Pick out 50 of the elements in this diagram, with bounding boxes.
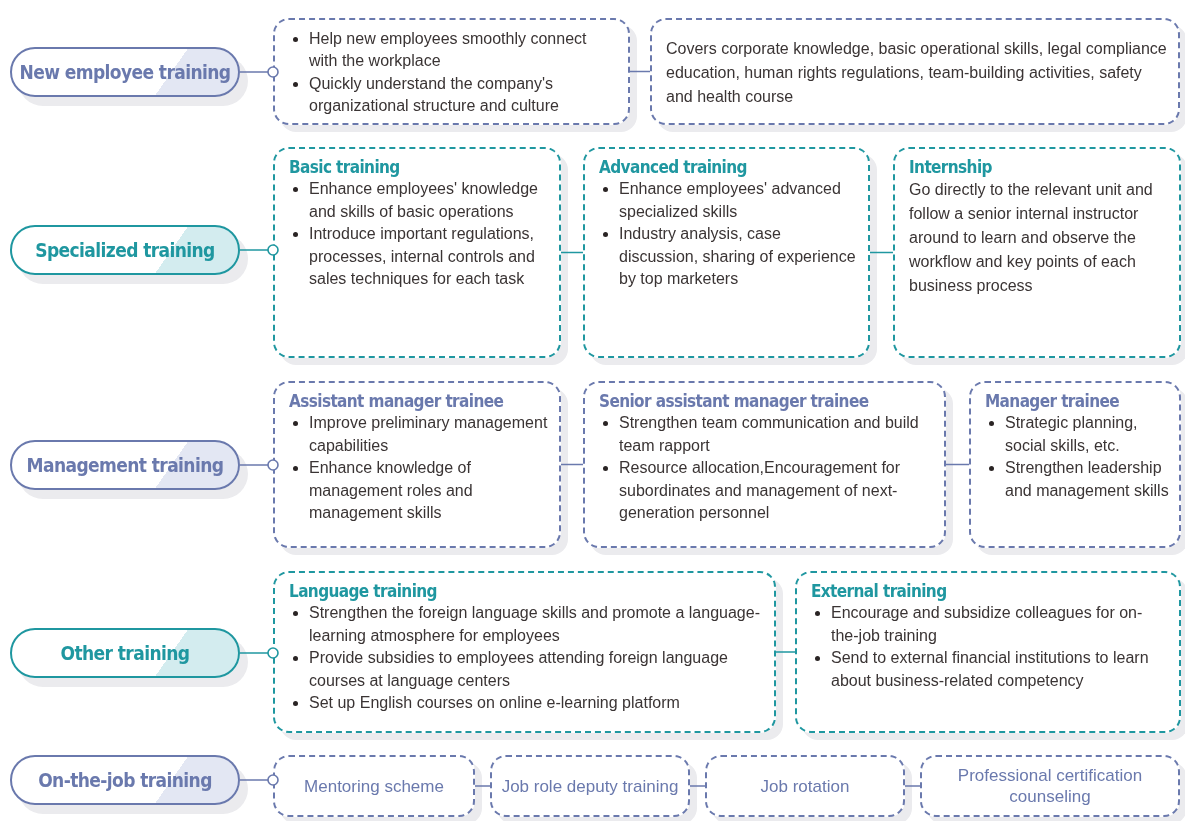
connector-line: [629, 70, 651, 73]
connector-line: [239, 459, 279, 471]
category-label: Specialized training: [35, 239, 215, 261]
connector-line: [239, 647, 279, 659]
bullet-item: Send to external financial institutions to learn about business-related competency: [811, 647, 1169, 692]
box-heading: Advanced training: [599, 157, 748, 177]
connector-line: [904, 785, 921, 787]
bullet-item: Strategic planning, social skills, etc.: [985, 412, 1169, 457]
connector-line: [775, 651, 796, 653]
box-heading: Manager trainee: [985, 391, 1120, 411]
bullet-item: Resource allocation,Encouragement for subordinates and management of next-generation personnel: [599, 457, 934, 525]
category-label: Other training: [60, 642, 190, 664]
connector-line: [239, 774, 279, 786]
box-heading: Assistant manager trainee: [289, 391, 505, 411]
option-label: Mentoring scheme: [304, 775, 444, 797]
box-heading: External training: [811, 581, 948, 601]
category-label: New employee training: [19, 61, 231, 83]
box-heading: Internship: [909, 157, 993, 177]
bullet-item: Set up English courses on online e-learning platform: [289, 692, 764, 715]
bullet-item: Strengthen team communication and build team rapport: [599, 412, 934, 457]
bullet-item: Strengthen the foreign language skills and promote a language-learning atmosphere for employees: [289, 602, 764, 647]
option-label: Job role deputy training: [501, 775, 679, 797]
connector-line: [560, 251, 584, 254]
bullet-item: Encourage and subsidize colleagues for on-the-job training: [811, 602, 1169, 647]
description-text: Covers corporate knowledge, basic operational skills, legal compliance education, human rights regulations, team-building activities, safety and health course: [666, 38, 1168, 107]
bullet-item: Introduce important regulations, processes, internal controls and sales techniques for each task: [289, 223, 549, 291]
bullet-item: Help new employees smoothly connect with the workplace: [289, 27, 618, 73]
connector-line: [474, 785, 491, 787]
bullet-item: Strengthen leadership and management skills: [985, 457, 1169, 502]
category-label: Management training: [26, 454, 224, 476]
connector-line: [945, 463, 970, 466]
category-label: On-the-job training: [38, 769, 212, 791]
bullet-item: Enhance knowledge of management roles and management skills: [289, 457, 549, 525]
connector-line: [239, 66, 279, 78]
connector-line: [689, 785, 706, 787]
connector-line: [560, 463, 584, 466]
description-text: Go directly to the relevant unit and follow a senior internal instructor around to learn and observe the workflow and key points of each business process: [909, 180, 1154, 296]
option-label: Job rotation: [760, 775, 850, 797]
bullet-item: Provide subsidies to employees attending foreign language courses at language centers: [289, 647, 764, 692]
connector-line: [239, 244, 279, 256]
bullet-item: Enhance employees' advanced specialized skills: [599, 178, 858, 223]
box-heading: Language training: [289, 581, 438, 601]
bullet-item: Industry analysis, case discussion, sharing of experience by top marketers: [599, 223, 858, 291]
bullet-item: Enhance employees' knowledge and skills of basic operations: [289, 178, 549, 223]
box-heading: Senior assistant manager trainee: [599, 391, 870, 411]
bullet-item: Quickly understand the company's organizational structure and culture: [289, 72, 618, 118]
box-heading: Basic training: [289, 157, 401, 177]
bullet-item: Improve preliminary management capabilities: [289, 412, 549, 457]
option-label: Professional certification counseling: [956, 765, 1144, 807]
connector-line: [869, 251, 894, 254]
